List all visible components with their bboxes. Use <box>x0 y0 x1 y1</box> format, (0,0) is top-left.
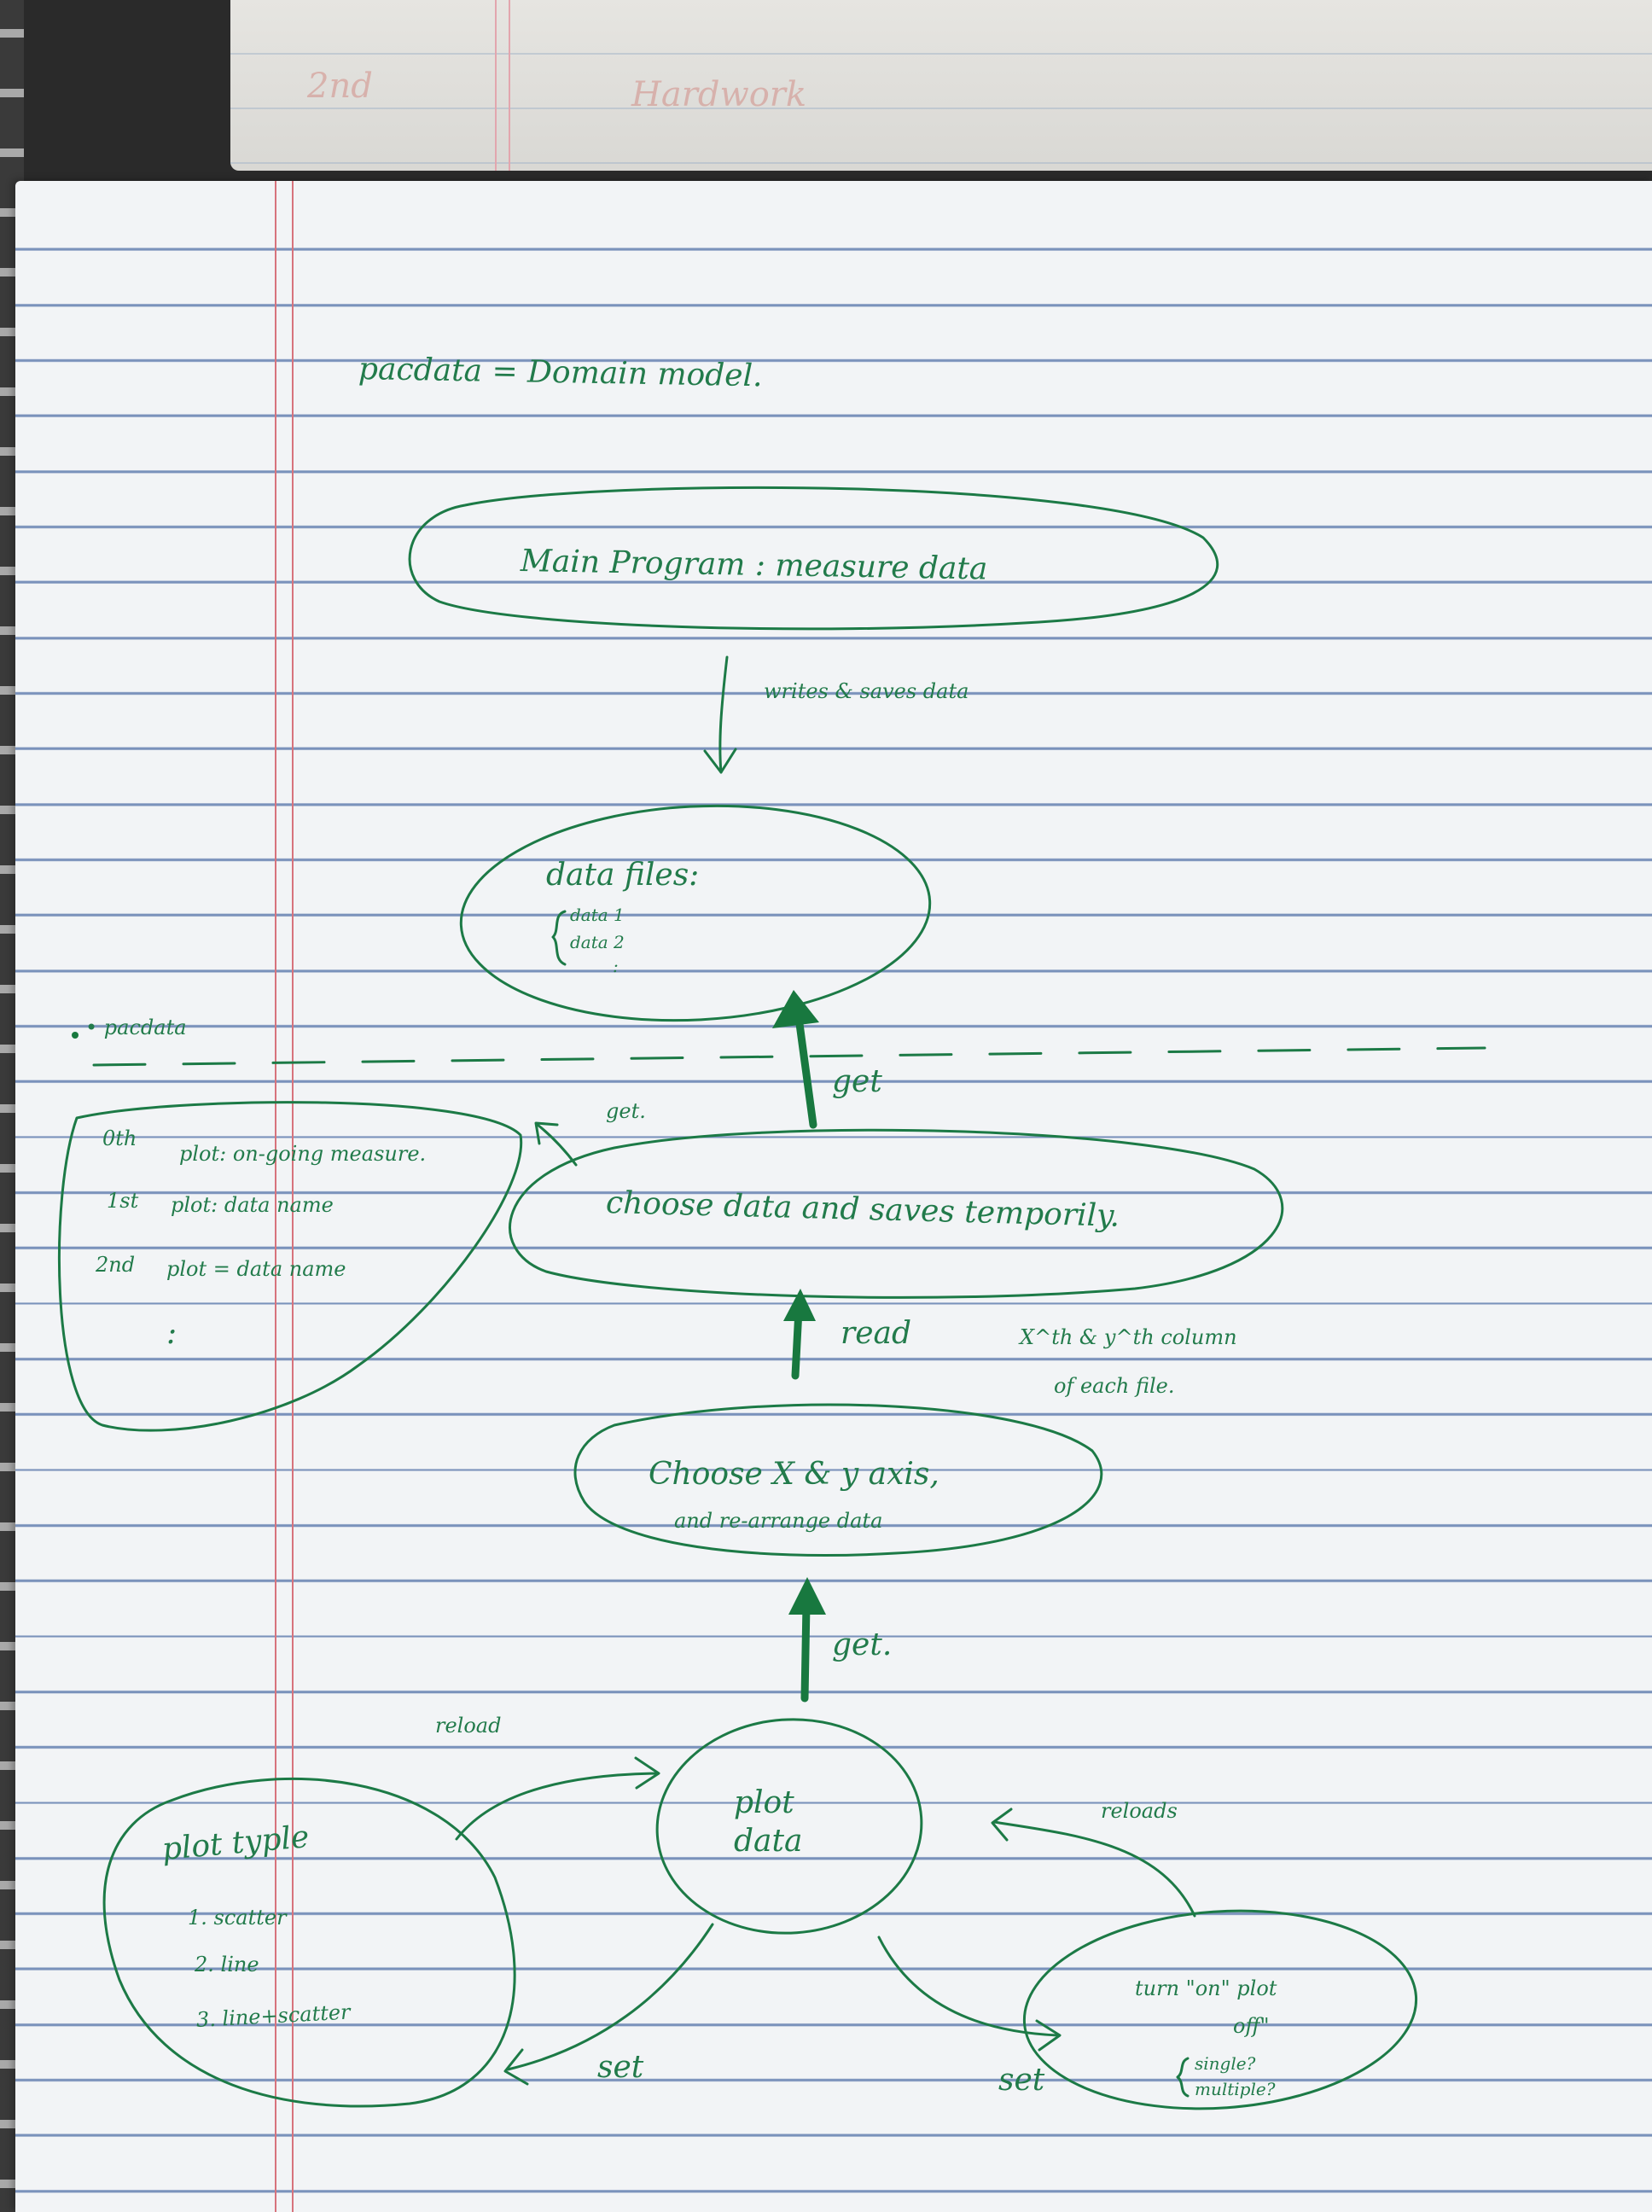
arrow-reloads <box>992 1820 1196 1918</box>
plots-row-1-label: plot: data name <box>171 1193 334 1217</box>
plot-type-item-2: 2. line <box>195 1953 259 1976</box>
plots-row-0-label: plot: on-going measure. <box>179 1142 427 1166</box>
arrow-set-left-head <box>503 2048 529 2086</box>
plot-type-item-1: 1. scatter <box>188 1906 287 1930</box>
arrow-get-pacdata <box>536 1123 578 1167</box>
plot-data-line-1: plot <box>734 1785 794 1820</box>
writes-label: writes & saves data <box>764 679 969 703</box>
plots-ellipsis: : <box>166 1316 177 1351</box>
arrow-reloads-head <box>991 1807 1013 1842</box>
choose-axis-line-2: and re-arrange data <box>674 1509 883 1533</box>
arrow-set-right-head <box>1035 2019 1062 2052</box>
margin-line <box>275 181 294 2212</box>
pacdata-plots-loop <box>57 1101 523 1432</box>
turn-on-off-line-2: off" <box>1233 2014 1270 2038</box>
plot-type-ellipse <box>102 1777 516 2108</box>
boundary-dashed-line <box>92 1046 1486 1067</box>
get-pacdata-label: get. <box>606 1099 646 1123</box>
data-files-brace <box>551 910 567 966</box>
turn-on-off-item-2: multiple? <box>1195 2079 1276 2099</box>
ruled-lines <box>15 181 1652 2212</box>
notebook-sheet <box>15 181 1652 2212</box>
plot-data-ellipse <box>655 1718 923 1935</box>
arrow-set-left <box>506 1923 714 2071</box>
underlying-page-margin <box>495 0 510 171</box>
arrow-get-data-files-head <box>772 990 819 1028</box>
bullet-dot <box>72 1032 79 1039</box>
set-left-label: set <box>597 2050 644 2085</box>
underlying-page-ruling <box>230 0 1652 171</box>
get-axis-label: get. <box>832 1627 893 1662</box>
choose-axis-line-1: Choose X & y axis, <box>649 1457 939 1492</box>
data-files-item-1: data 1 <box>570 905 625 925</box>
plots-row-0-ordinal: 0th <box>102 1126 137 1150</box>
underlying-page: 2nd Hardwork <box>230 0 1652 171</box>
read-label: read <box>841 1316 912 1351</box>
turn-on-off-brace <box>1176 2057 1190 2098</box>
read-detail-1: X^th & y^th column <box>1020 1325 1237 1349</box>
data-files-item-3: : <box>613 956 619 976</box>
arrow-reload <box>455 1772 659 1841</box>
get-data-files-label: get <box>832 1064 882 1099</box>
arrow-get-data-files <box>794 1007 817 1129</box>
reload-label: reload <box>435 1714 502 1738</box>
data-files-title: data files: <box>546 858 700 893</box>
plot-data-line-2: data <box>734 1824 803 1859</box>
set-right-label: set <box>998 2063 1045 2098</box>
plots-row-2-ordinal: 2nd <box>96 1253 136 1277</box>
turn-on-off-line-1: turn "on" plot <box>1135 1976 1277 2000</box>
turn-on-off-ellipse <box>1022 1909 1418 2110</box>
data-files-ellipse <box>459 804 932 1022</box>
faint-text-2: Hardwork <box>631 75 807 114</box>
reloads-label: reloads <box>1101 1799 1178 1823</box>
arrow-writes-head <box>703 748 737 774</box>
arrow-read-head <box>783 1289 816 1321</box>
data-files-item-2: data 2 <box>570 932 625 952</box>
faint-text-1: 2nd <box>307 67 373 106</box>
section-label: • pacdata <box>85 1016 187 1039</box>
read-detail-2: of each file. <box>1054 1374 1175 1398</box>
main-program-label: Main Program : measure data <box>520 544 988 587</box>
arrow-get-pacdata-head <box>534 1121 559 1145</box>
choose-data-ellipse <box>509 1128 1284 1299</box>
plots-row-1-ordinal: 1st <box>107 1189 139 1213</box>
plots-row-2-label: plot = data name <box>166 1257 346 1281</box>
arrow-get-axis <box>800 1600 811 1703</box>
arrow-set-right <box>877 1936 1060 2037</box>
arrow-get-axis-head <box>788 1577 826 1615</box>
arrow-writes <box>718 655 729 774</box>
choose-axis-ellipse <box>573 1403 1103 1557</box>
turn-on-off-item-1: single? <box>1195 2053 1256 2074</box>
main-program-ellipse <box>408 486 1219 631</box>
arrow-reload-head <box>634 1756 660 1790</box>
header-note: pacdata = Domain model. <box>358 352 763 394</box>
